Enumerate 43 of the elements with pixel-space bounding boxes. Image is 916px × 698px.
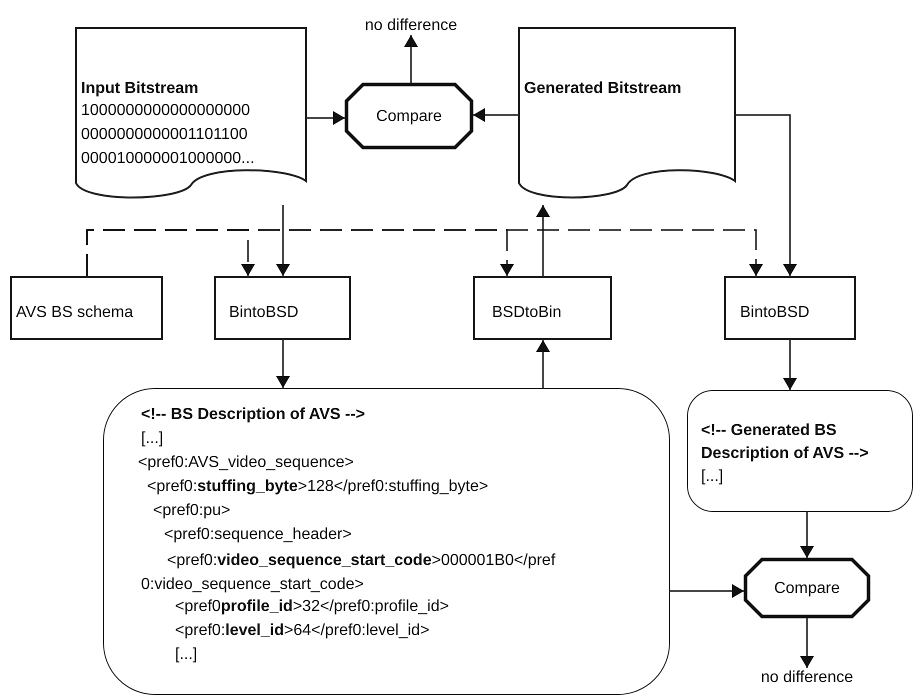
compare-octagon (744, 558, 870, 618)
box-label: AVS BS schema (16, 303, 134, 322)
code-line: [...] (141, 429, 164, 448)
compare-label: Compare (773, 578, 841, 598)
code-line: [...] (175, 645, 198, 664)
code-line: <pref0:pu> (153, 501, 230, 520)
arrow (276, 205, 290, 276)
comment-heading: <!-- BS Description of AVS --> (141, 405, 366, 424)
code-line: <pref0:sequence_header> (164, 525, 352, 544)
arrow (783, 340, 797, 390)
code-line: <pref0:AVS_video_sequence> (138, 453, 354, 472)
heading-text: Generated Bitstream (524, 79, 682, 98)
compare-octagon (345, 83, 473, 149)
dashed-arrow (86, 229, 763, 276)
process-box (10, 276, 163, 340)
no-difference-label: no difference (752, 668, 862, 687)
arrow (800, 618, 814, 668)
heading-text: <!-- Generated BS Description of AVS --> (701, 421, 870, 464)
arrow (670, 584, 744, 598)
arrow (536, 340, 550, 388)
process-box (724, 276, 856, 340)
description-box (687, 390, 913, 512)
box-label: BintoBSD (229, 303, 298, 322)
code-line: <pref0:stuffing_byte>128</pref0:stuffing_byte> (147, 477, 488, 496)
box-label: BintoBSD (740, 303, 810, 322)
process-box (214, 276, 351, 340)
code-line: <pref0profile_id>32</pref0:profile_id> (175, 597, 449, 616)
description-box (103, 388, 670, 695)
code-line: <pref0:level_id>64</pref0:level_id> (175, 621, 430, 640)
arrow (404, 35, 418, 83)
bitstream-text: 1000000000000000000 0000000000001101100 000010000001000000... (81, 101, 256, 169)
arrow (307, 111, 345, 125)
arrow (800, 512, 814, 558)
arrow (473, 108, 518, 122)
box-label: [...] (701, 467, 724, 486)
arrow (536, 205, 550, 276)
compare-label: Compare (375, 106, 443, 126)
heading-text: Input Bitstream (81, 79, 198, 98)
arrow (736, 114, 797, 276)
arrow (276, 340, 290, 388)
process-box (473, 276, 612, 340)
no-difference-label: no difference (356, 16, 466, 35)
box-label: BSDtoBin (492, 303, 562, 322)
